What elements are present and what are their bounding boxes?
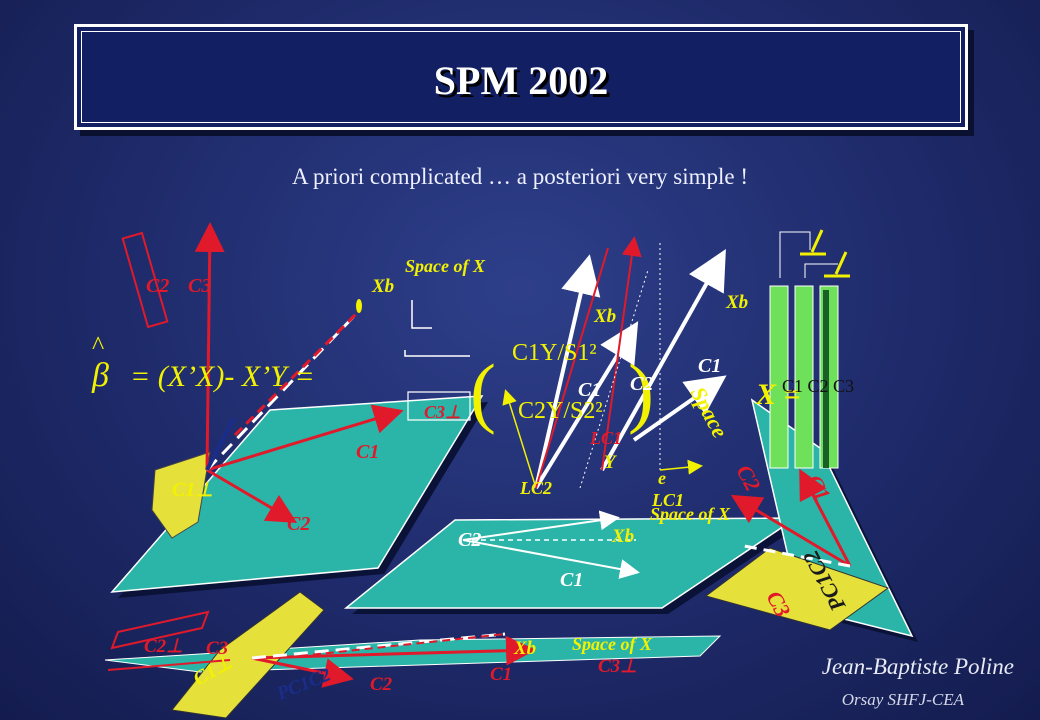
bottom-yellow-plane <box>171 591 325 719</box>
left-blue-arrow <box>205 417 236 471</box>
center-dotted-2 <box>579 269 649 489</box>
bottom-c2perp-plane <box>110 610 210 650</box>
design-bracket-2 <box>804 263 838 278</box>
center-white-vector-3 <box>600 249 726 471</box>
c1-label-center-1: C1 <box>698 355 721 377</box>
design-col-3-shade <box>823 290 829 468</box>
c1-label-center-2: C1 <box>578 379 601 401</box>
c1-label-middle: C1 <box>560 569 583 591</box>
xb-label-left: Xb <box>371 276 394 297</box>
c2perp-label-bottom: C2⊥ <box>144 636 183 657</box>
matrix-row-2: C2Y/S2² <box>518 398 603 424</box>
left-plane-face <box>110 395 484 593</box>
beta-symbol: β <box>91 357 109 394</box>
space-of-x-label-center: Space of X <box>650 504 731 524</box>
c2-label-bottom: C2 <box>370 674 393 695</box>
c2-label-middle: C2 <box>458 529 481 551</box>
title-box: SPM 2002 <box>74 24 968 130</box>
center-white-vector-1 <box>534 254 601 489</box>
paren-right: ) <box>628 348 654 435</box>
c2-label-left: C2 <box>146 275 169 297</box>
y-label: Y <box>604 452 618 473</box>
slide-subtitle: A priori complicated … a posteriori very… <box>291 164 749 189</box>
xb-label-middle: Xb <box>611 526 634 547</box>
matrix-row-1: C1Y/S1² <box>512 340 597 366</box>
left-xb-point <box>356 299 362 313</box>
bottom-c1-arrow <box>251 635 536 666</box>
e-label: e <box>658 468 666 488</box>
c2-label-right: C2 <box>732 461 766 495</box>
bottom-red-dashed <box>299 633 506 657</box>
c3-label-left: C3 <box>188 275 211 297</box>
author-name: Jean-Baptiste Poline <box>821 654 1014 679</box>
author-affiliation: Orsay SHFJ-CEA <box>841 690 964 709</box>
x-equals: X = <box>755 378 801 411</box>
design-perp-mark-2 <box>834 251 848 275</box>
bottom-c3-arrow <box>107 659 231 671</box>
left-c2perp-plane <box>121 231 169 329</box>
bottom-c2-arrow <box>251 656 354 688</box>
lc1-label-bottom: LC1 <box>651 490 684 510</box>
space-corner-top <box>411 300 432 329</box>
c3perp-box <box>407 391 471 421</box>
mid-c2-arrow <box>462 510 620 541</box>
center-red-vector-2 <box>601 236 642 471</box>
left-c1-arrow <box>206 404 404 472</box>
right-c2-arrow <box>730 494 851 568</box>
space-rotated-label: Space <box>686 383 733 442</box>
design-col-2 <box>794 285 814 469</box>
design-perp-mark-1 <box>810 229 824 253</box>
c3-label-bottom: C3 <box>206 638 228 659</box>
c1-label-bottom: C1 <box>490 664 512 685</box>
left-red-dashed <box>233 310 360 437</box>
center-white-vector-4 <box>632 375 727 442</box>
left-c2-arrow <box>206 468 298 524</box>
design-col-1 <box>769 285 789 469</box>
c2-label-left-plane: C2 <box>287 513 310 535</box>
beta-hat: ^ <box>92 331 104 360</box>
space-of-x-label-bottom: Space of X <box>572 634 653 654</box>
xb-label-center-2: Xb <box>725 292 748 313</box>
c2-label-center: C2 <box>630 373 653 395</box>
design-bracket-1 <box>779 231 811 278</box>
space-corner-mid <box>404 350 470 357</box>
lc2-label: LC2 <box>519 478 552 498</box>
center-red-vector-1 <box>535 247 609 489</box>
beta-formula: = (X’X)- X’Y = <box>130 360 315 393</box>
c1-label-left: C1 <box>356 441 379 463</box>
design-columns-label: C1 C2 C3 <box>782 376 854 396</box>
mid-c1-arrow <box>462 539 640 579</box>
c3perp-label-bottom: C3⊥ <box>598 656 637 677</box>
middle-plane-face <box>343 517 799 609</box>
left-yellow-plane <box>151 451 211 539</box>
center-yellow-short <box>659 459 703 475</box>
xb-label-center-1: Xb <box>593 306 616 327</box>
paren-left: ( <box>470 348 496 435</box>
right-c1-arrow <box>799 468 852 567</box>
space-of-x-label-top: Space of X <box>405 256 486 276</box>
lc1-label-top: LC1 <box>589 428 622 448</box>
xb-label-bottom: Xb <box>513 638 536 659</box>
c3perp-label-left: C3⊥ <box>424 402 461 422</box>
center-yellow-vector <box>502 389 537 489</box>
right-yellow-plane <box>704 547 890 631</box>
left-c3-arrow <box>194 222 225 471</box>
c1perp-label-left: C1⊥ <box>172 479 213 501</box>
